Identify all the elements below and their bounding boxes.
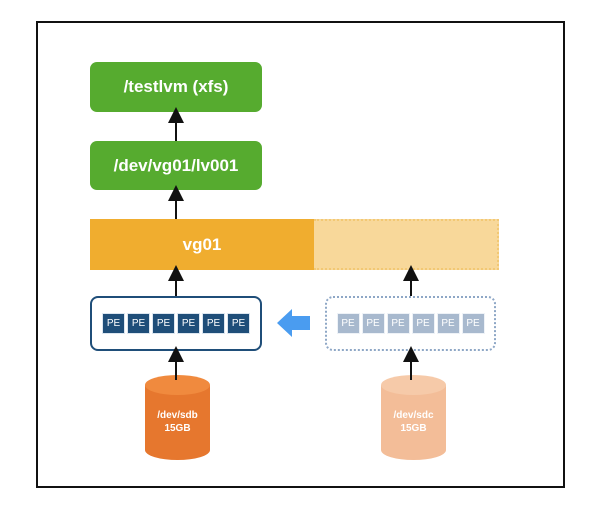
physical-extent: PE (202, 313, 225, 334)
disk-sdb-device: /dev/sdb (157, 410, 198, 421)
volume-group-extension (314, 219, 499, 270)
physical-extent: PE (152, 313, 175, 334)
disk-sdc: /dev/sdc 15GB (381, 375, 446, 460)
mount-point-label: /testlvm (xfs) (123, 77, 229, 96)
disk-sdc-size: 15GB (400, 423, 427, 434)
physical-extent: PE (127, 313, 150, 334)
disk-cylinder-icon (145, 375, 210, 460)
disk-sdc-device: /dev/sdc (393, 410, 434, 421)
physical-extent: PE (386, 313, 410, 334)
physical-extent: PE (436, 313, 460, 334)
volume-group-label: vg01 (182, 234, 222, 254)
physical-extent: PE (227, 313, 250, 334)
move-extents-arrow-icon (277, 309, 310, 337)
disk-sdb: /dev/sdb 15GB (145, 375, 210, 460)
physical-extent: PE (361, 313, 385, 334)
mount-point-box: /testlvm (xfs) (90, 62, 262, 112)
physical-extent: PE (177, 313, 200, 334)
disk-cylinder-icon (381, 375, 446, 460)
logical-volume-box: /dev/vg01/lv001 (90, 141, 262, 190)
pe-group-sdc: PE PE PE PE PE PE (325, 296, 496, 351)
physical-extent: PE (411, 313, 435, 334)
physical-extent: PE (102, 313, 125, 334)
disk-sdb-size: 15GB (164, 423, 191, 434)
diagram-frame (36, 21, 565, 488)
volume-group-bar: vg01 (90, 219, 314, 270)
physical-extent: PE (336, 313, 360, 334)
logical-volume-label: /dev/vg01/lv001 (113, 155, 239, 175)
physical-extent: PE (461, 313, 485, 334)
